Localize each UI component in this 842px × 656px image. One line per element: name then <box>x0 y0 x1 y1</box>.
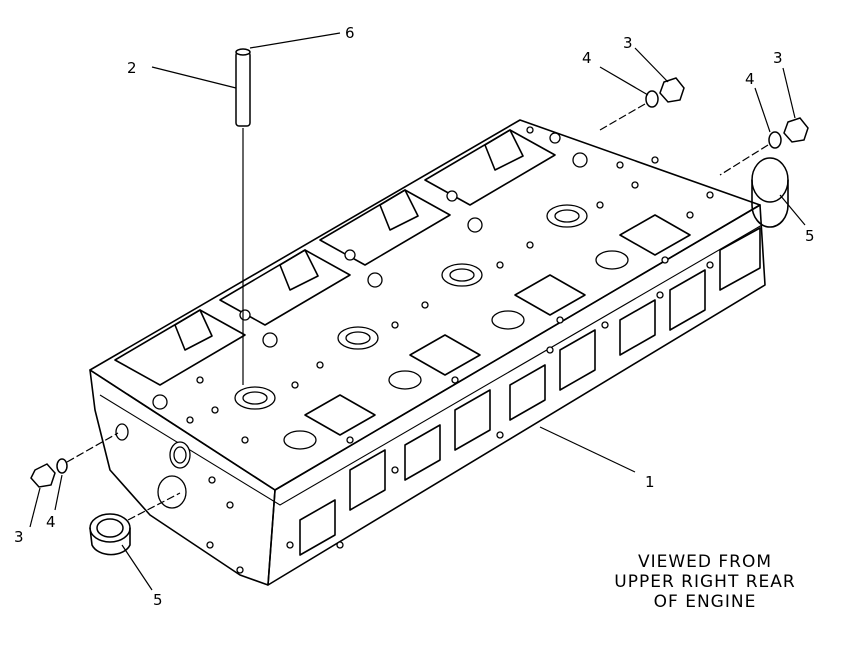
leader-lines <box>29 32 806 591</box>
plug-right-lower <box>719 117 809 176</box>
caption-line-3: OF ENGINE <box>653 592 757 612</box>
plug-right-upper <box>599 77 685 131</box>
plug-left <box>30 432 119 488</box>
callout-2: 2 <box>127 59 137 77</box>
callout-6: 6 <box>345 24 355 42</box>
callout-1: 1 <box>645 473 655 491</box>
deck-bores <box>234 204 629 450</box>
valve-pockets <box>114 129 556 386</box>
cap-right <box>751 157 789 228</box>
deck-ports <box>304 214 691 436</box>
callout-4-left: 4 <box>46 513 56 531</box>
caption-line-1: VIEWED FROM <box>637 552 773 572</box>
callout-3-left: 3 <box>14 528 24 546</box>
end-face-features <box>115 423 234 509</box>
callout-4-right: 4 <box>745 70 755 88</box>
callout-4-upper: 4 <box>582 49 592 67</box>
callout-3-right: 3 <box>773 49 783 67</box>
deck-holes <box>152 126 714 444</box>
callout-3-upper: 3 <box>623 34 633 52</box>
callout-5-right: 5 <box>805 227 815 245</box>
side-holes <box>206 261 714 574</box>
side-ports <box>299 227 761 556</box>
callout-labels: 1 2 6 4 3 4 3 5 3 4 5 <box>14 24 815 609</box>
view-caption: VIEWED FROM UPPER RIGHT REAR OF ENGINE <box>590 552 820 612</box>
guide-tube <box>235 48 251 385</box>
cylinder-head <box>89 119 766 586</box>
callout-5-left: 5 <box>153 591 163 609</box>
cap-left <box>89 492 181 556</box>
caption-line-2: UPPER RIGHT REAR <box>614 572 796 592</box>
